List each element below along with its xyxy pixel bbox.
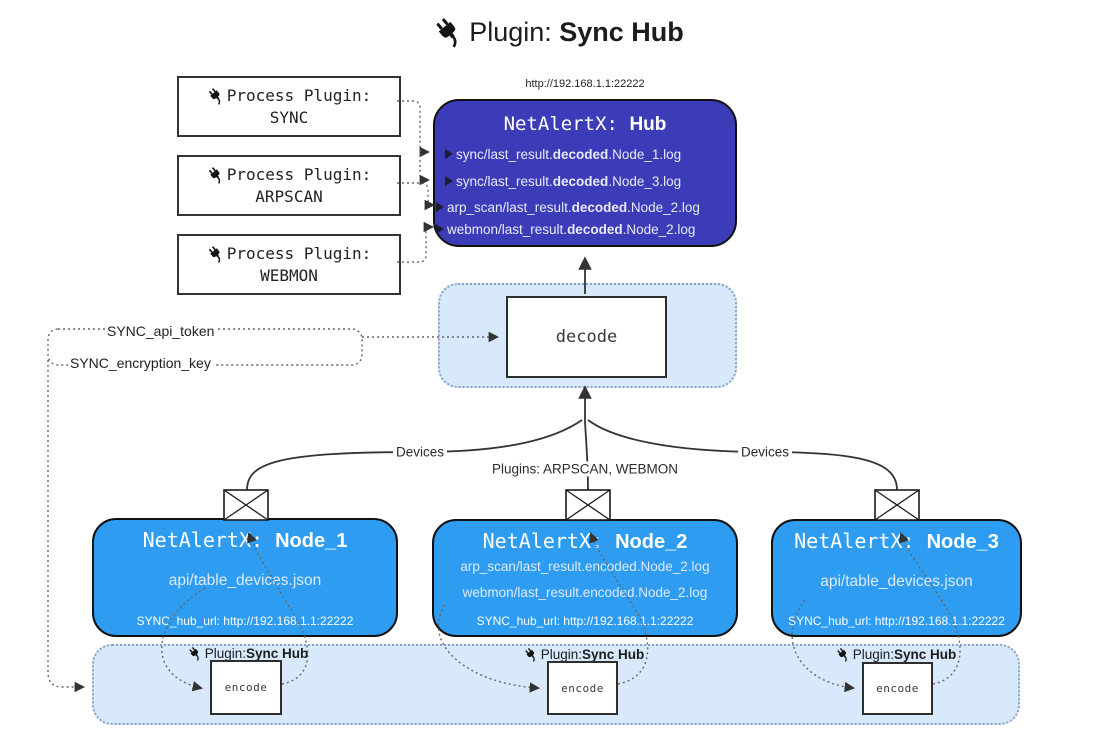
arrow-icon	[445, 176, 453, 186]
node-file-line: webmon/last_result.encoded.Node_2.log	[462, 585, 708, 600]
plug-icon	[433, 16, 465, 48]
hub-title: NetAlertX: Hub	[435, 113, 735, 136]
node-title: NetAlertX: Node_1	[142, 528, 348, 552]
node-title: NetAlertX: Node_3	[794, 529, 999, 553]
arrow-icon	[436, 202, 444, 212]
hub-node: NetAlertX: Hub sync/last_result.decoded.…	[433, 99, 737, 247]
hub-url-label: http://192.168.1.1:22222	[525, 78, 645, 90]
encode-box-3: encode	[862, 662, 933, 715]
hub-title-name: Hub	[629, 114, 667, 135]
process-plugin-label: Process Plugin:	[226, 164, 372, 184]
process-plugin-arpscan: Process Plugin: ARPSCAN	[177, 155, 401, 216]
encode-box-2: encode	[547, 661, 618, 715]
envelope-icon	[223, 489, 269, 521]
process-plugin-label: Process Plugin:	[226, 243, 372, 263]
process-plugin-label: Process Plugin:	[226, 85, 372, 105]
node-3: NetAlertX: Node_3 api/table_devices.json…	[771, 519, 1022, 637]
edge-key-to-encode-panel	[47, 360, 86, 693]
node-hub-url: SYNC_hub_url: http://192.168.1.1:22222	[788, 614, 1005, 628]
node-1: NetAlertX: Node_1 api/table_devices.json…	[92, 518, 398, 637]
edge-sync-to-hub-2	[419, 150, 431, 186]
title-prefix: Plugin:	[469, 17, 560, 47]
process-plugin-name: WEBMON	[260, 265, 318, 285]
edge-webmon-to-hub	[397, 221, 435, 263]
hub-log-line: webmon/last_result.decoded.Node_2.log	[436, 219, 695, 239]
sync-api-token-label: SYNC_api_token	[105, 323, 217, 339]
decode-box: decode	[506, 296, 667, 378]
plug-icon	[207, 166, 225, 184]
plug-icon	[188, 646, 203, 661]
node-file-line: api/table_devices.json	[820, 573, 973, 590]
process-plugin-webmon: Process Plugin: WEBMON	[177, 234, 401, 295]
node-hub-url: SYNC_hub_url: http://192.168.1.1:22222	[476, 614, 694, 628]
node-file-line: arp_scan/last_result.encoded.Node_2.log	[460, 559, 710, 574]
hub-log-line: sync/last_result.decoded.Node_1.log	[445, 144, 681, 164]
plug-icon	[524, 647, 539, 662]
hub-log-line: sync/last_result.decoded.Node_3.log	[445, 171, 681, 191]
arrow-icon	[445, 149, 453, 159]
encode-plugin-label: Plugin: Sync Hub	[836, 647, 956, 662]
node-2: NetAlertX: Node_2 arp_scan/last_result.e…	[432, 519, 738, 637]
hub-log-line: arp_scan/last_result.decoded.Node_2.log	[436, 197, 700, 217]
edge-node2-plugins	[584, 421, 589, 491]
arrow-icon	[436, 224, 444, 234]
encode-box-1: encode	[210, 660, 282, 715]
edge-arpscan-to-hub	[397, 182, 436, 211]
title-name: Sync Hub	[559, 17, 684, 47]
envelope-icon	[874, 489, 920, 521]
edge-sync-to-hub-1	[397, 100, 431, 158]
edge-label-devices-right: Devices	[737, 444, 793, 460]
node-title: NetAlertX: Node_2	[482, 529, 688, 553]
process-plugin-name: ARPSCAN	[255, 186, 323, 206]
node-file-line: api/table_devices.json	[168, 572, 322, 589]
edge-label-devices-left: Devices	[392, 444, 448, 460]
node-hub-url: SYNC_hub_url: http://192.168.1.1:22222	[136, 614, 354, 628]
edge-label-plugins: Plugins: ARPSCAN, WEBMON	[488, 461, 682, 477]
encode-plugin-label: Plugin: Sync Hub	[188, 646, 308, 661]
plug-icon	[207, 245, 225, 263]
plug-icon	[836, 647, 851, 662]
hub-title-prefix: NetAlertX:	[503, 113, 630, 135]
encode-plugin-label: Plugin: Sync Hub	[524, 647, 644, 662]
envelope-icon	[565, 489, 611, 521]
process-plugin-name: SYNC	[269, 107, 309, 127]
process-plugin-sync: Process Plugin: SYNC	[177, 76, 401, 137]
page-title: Plugin: Sync Hub	[0, 16, 1117, 48]
plug-icon	[207, 87, 225, 105]
sync-encryption-key-label: SYNC_encryption_key	[68, 355, 213, 371]
